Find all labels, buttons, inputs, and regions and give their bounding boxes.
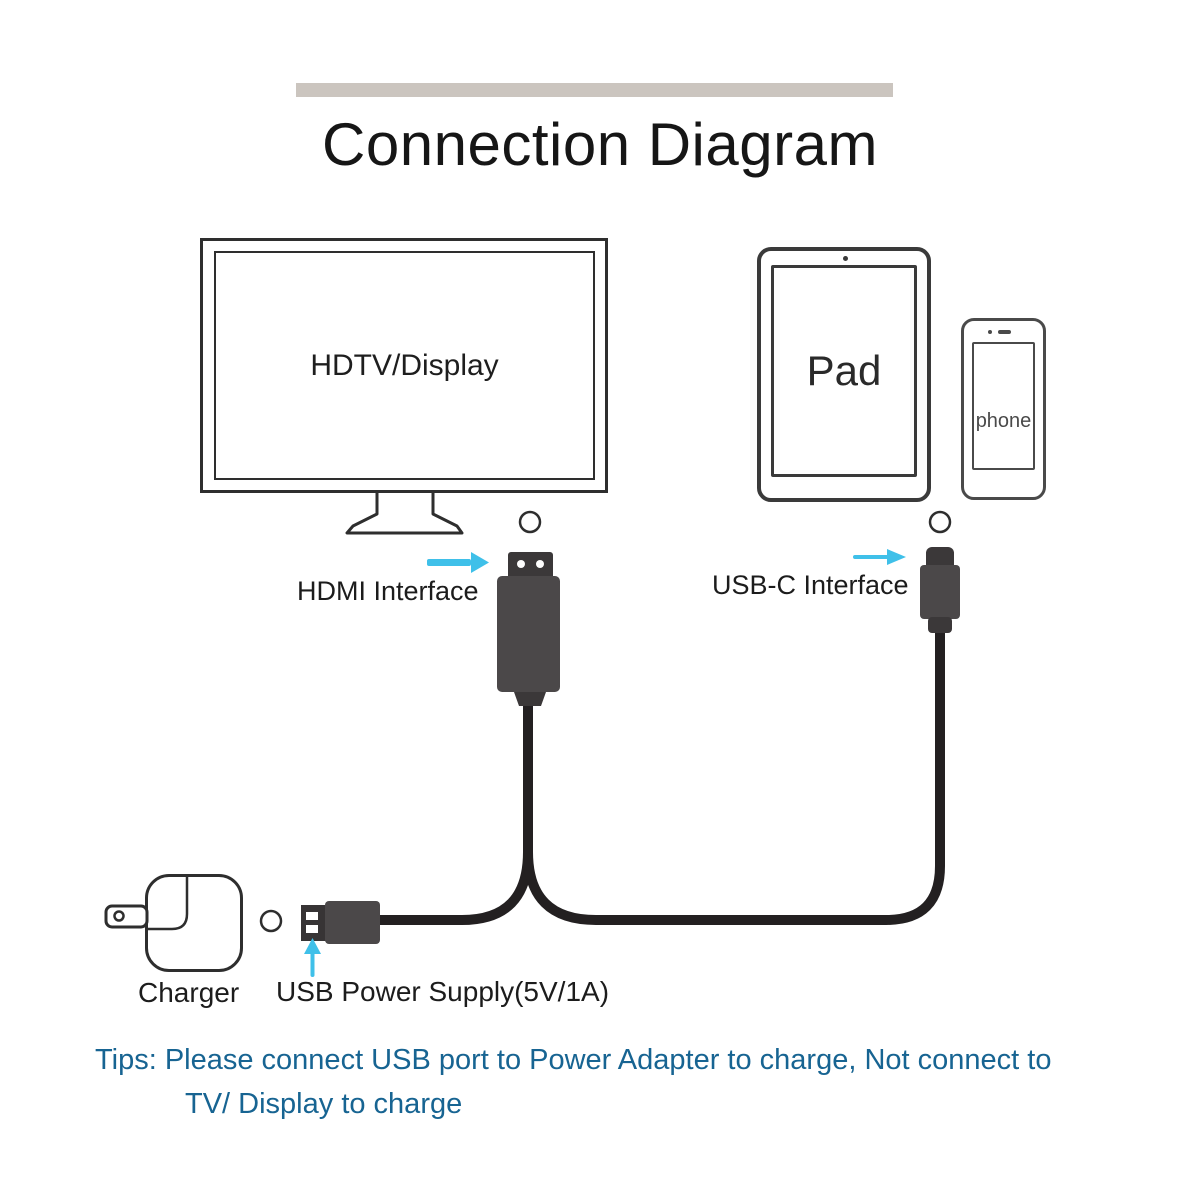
tips-text: Tips: Please connect USB port to Power A… <box>95 1038 1051 1126</box>
tv-stand <box>345 493 464 535</box>
cable-right-branch <box>523 851 886 925</box>
usb-power-supply-label: USB Power Supply(5V/1A) <box>276 976 610 1007</box>
phone-speaker-icon <box>998 330 1011 334</box>
cable-usbc-branch <box>858 628 945 925</box>
pad-connection-dot-icon <box>928 510 952 534</box>
phone-screen: phone <box>972 342 1035 470</box>
hdmi-arrow-icon <box>427 552 489 573</box>
y-cable <box>380 628 945 925</box>
tips-line-1: Tips: Please connect USB port to Power A… <box>95 1044 1052 1076</box>
tv-outline: HDTV/Display <box>200 238 608 493</box>
tips-line-2: TV/ Display to charge <box>185 1088 463 1120</box>
hdmi-interface-label: HDMI Interface <box>297 576 479 606</box>
charger-plug-prong <box>104 904 149 929</box>
phone-label: phone <box>975 410 1032 432</box>
page-title: Connection Diagram <box>322 111 878 178</box>
usb-power-up-arrow-icon <box>304 938 321 977</box>
usb-c-connector <box>920 547 960 633</box>
tv-label: HDTV/Display <box>310 348 499 382</box>
cable-hdmi-left-branch <box>380 702 533 925</box>
pad-outline: Pad <box>757 247 931 502</box>
hdmi-connector <box>497 552 560 706</box>
phone-outline: phone <box>961 318 1046 500</box>
usb-c-arrow-icon <box>853 549 906 565</box>
usb-c-interface-label: USB-C Interface <box>712 570 909 600</box>
header-divider-bar <box>296 83 893 97</box>
tv-connection-dot-icon <box>518 510 542 534</box>
pad-screen: Pad <box>771 265 917 477</box>
pad-camera-icon <box>843 256 848 261</box>
charger-label: Charger <box>138 977 240 1008</box>
phone-camera-icon <box>988 330 992 334</box>
usb-a-connector <box>301 901 380 944</box>
charger-body <box>145 874 243 972</box>
pad-label: Pad <box>806 347 882 394</box>
tv-screen: HDTV/Display <box>214 251 595 480</box>
charger-connection-dot-icon <box>259 909 283 933</box>
